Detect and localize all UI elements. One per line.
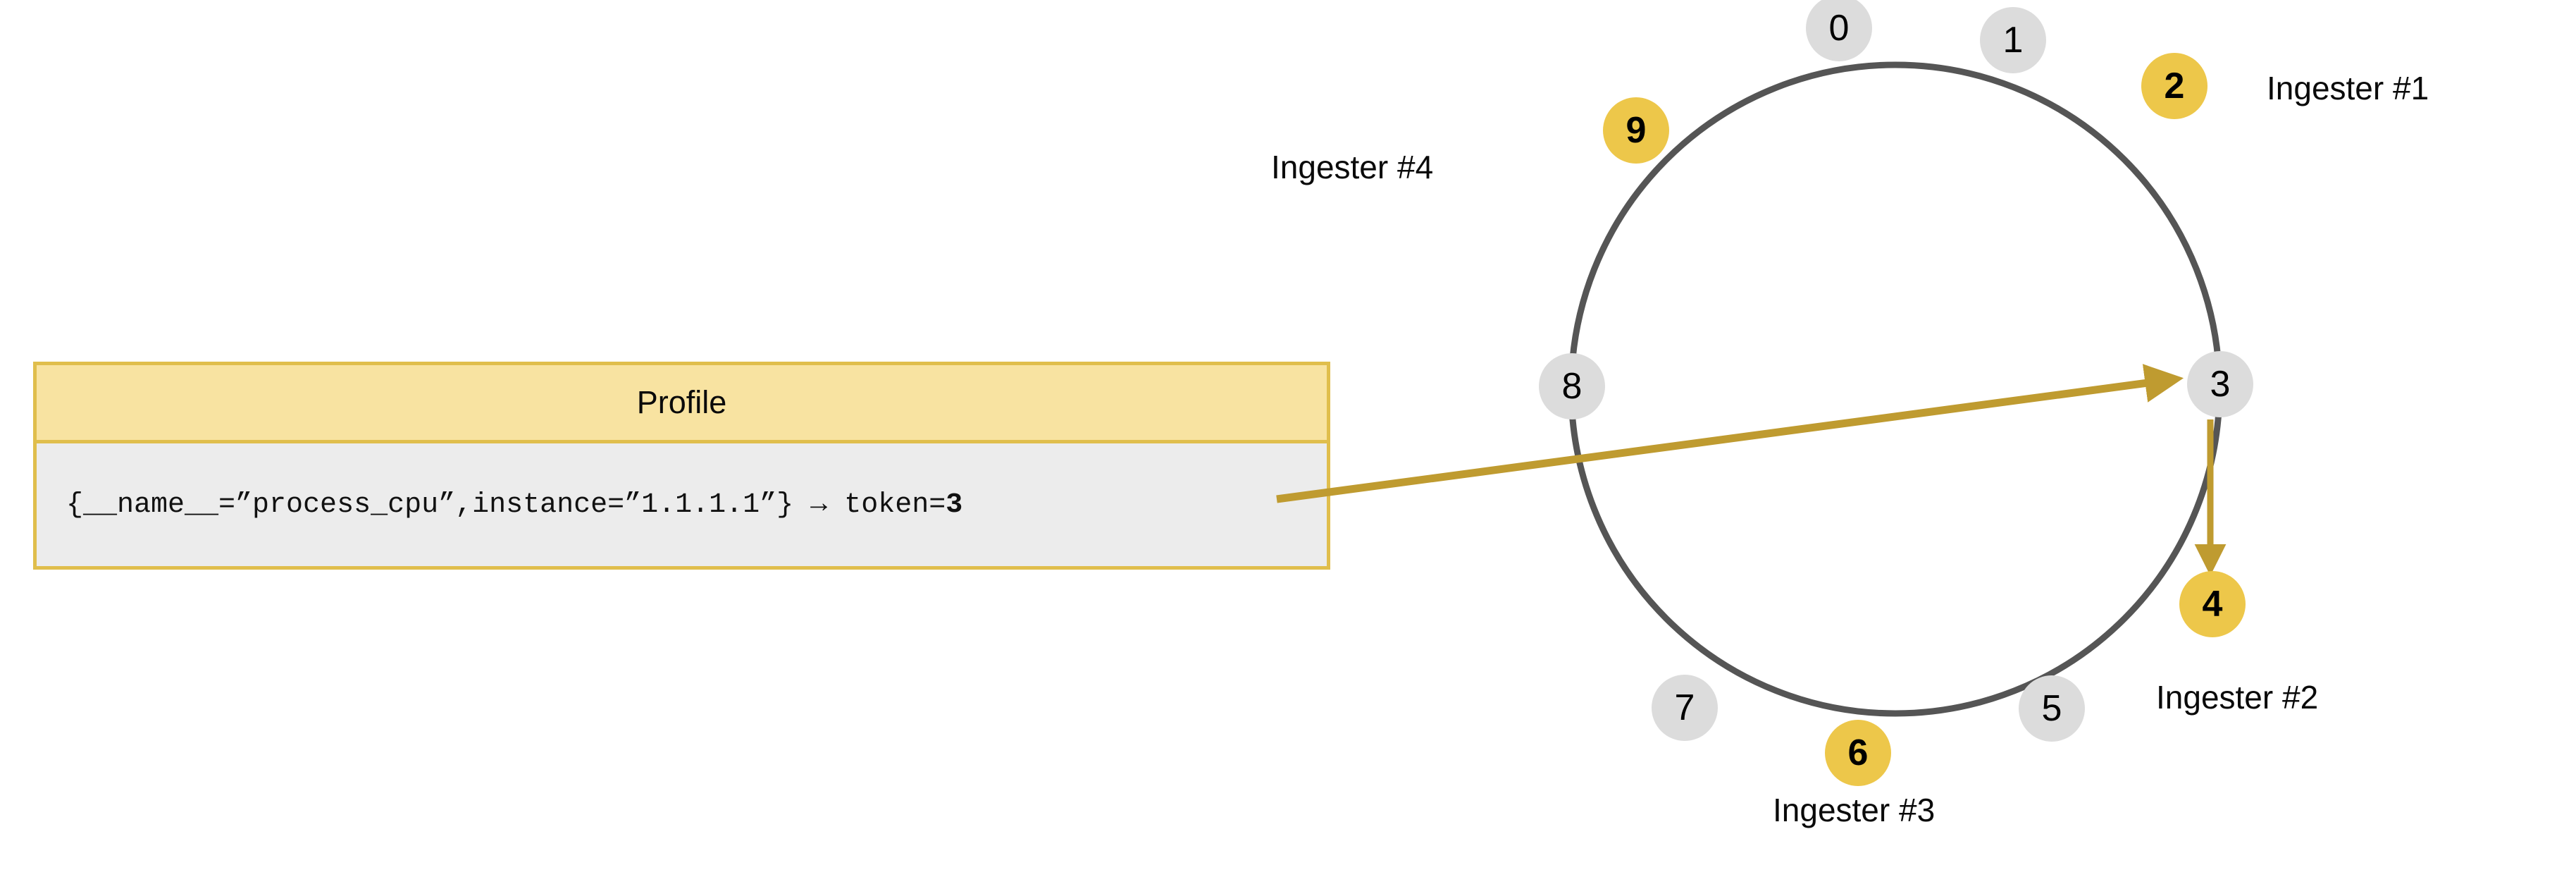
- ring-node-1[interactable]: 1: [1980, 7, 2046, 73]
- ring-node-7[interactable]: 7: [1652, 675, 1718, 741]
- ring-node-4[interactable]: 4: [2179, 571, 2246, 637]
- token-prefix-label: token=: [844, 489, 946, 521]
- maps-to-arrow-glyph: →: [793, 489, 845, 521]
- series-selector-text: {__name__=”process_cpu”,instance=”1.1.1.…: [66, 489, 794, 521]
- profile-card-body: {__name__=”process_cpu”,instance=”1.1.1.…: [37, 443, 1327, 566]
- profile-card: Profile {__name__=”process_cpu”,instance…: [33, 362, 1330, 570]
- token-value: 3: [946, 489, 963, 521]
- ring-node-label: 0: [1828, 8, 1850, 49]
- ring-node-label: 1: [2002, 20, 2024, 61]
- ring-node-label: 4: [2202, 584, 2223, 625]
- ingester-label-4: Ingester #4: [1271, 149, 1434, 185]
- ring-node-label: 5: [2041, 688, 2062, 729]
- ring-node-label: 3: [2210, 364, 2231, 405]
- ring-node-label: 9: [1626, 110, 1647, 151]
- ring-node-label: 7: [1674, 687, 1695, 728]
- ring-node-label: 8: [1561, 366, 1583, 407]
- ingester-label-2: Ingester #2: [2156, 679, 2319, 716]
- ingester-label-1: Ingester #1: [2267, 70, 2429, 106]
- ring-node-6[interactable]: 6: [1825, 720, 1891, 786]
- arrow-profile-to-token: [1276, 364, 2184, 503]
- ring-node-2[interactable]: 2: [2141, 53, 2207, 119]
- ingester-label-3: Ingester #3: [1773, 792, 1936, 828]
- ring-node-label: 2: [2164, 66, 2185, 106]
- ring-node-3[interactable]: 3: [2187, 351, 2253, 417]
- profile-card-header: Profile: [37, 365, 1327, 443]
- ring-node-0[interactable]: 0: [1806, 0, 1872, 61]
- ring-node-8[interactable]: 8: [1539, 353, 1605, 419]
- ring-node-9[interactable]: 9: [1603, 97, 1669, 164]
- ring-node-5[interactable]: 5: [2019, 675, 2085, 742]
- ring-node-label: 6: [1847, 732, 1869, 773]
